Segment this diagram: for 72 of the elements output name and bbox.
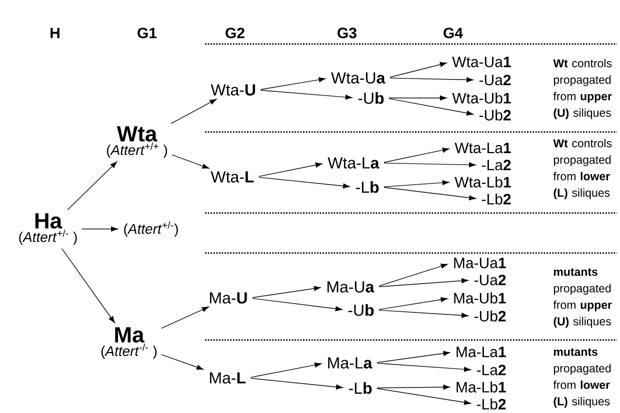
arrow [170,98,217,124]
line-label: Ma-La1 [456,346,506,358]
line-label: Wta-Ub1 [452,92,511,104]
line-label: Ma-L [210,372,246,384]
group-note: Wt controls propagated from upper (U) siliques [553,58,612,120]
arrow [376,388,471,405]
group-note: mutants propagated from lower (L) siliques [553,348,611,408]
line-label: Wta-Ua1 [452,56,511,68]
line-label: -Ub [358,92,384,104]
group-note: Wt controls propagated from lower (L) siliques [553,138,612,200]
arrow [161,306,209,329]
line-label: Ma-Lb1 [456,381,506,392]
column-header: G2 [226,28,244,38]
line-label: -Ub2 [474,310,506,322]
line-label: Ma-Ub1 [454,292,506,304]
arrow [388,95,447,100]
line-label: Wta-Lb1 [454,176,511,188]
arrow [260,90,352,100]
arrow [384,180,450,188]
column-header: G4 [444,28,463,38]
arrow [61,248,115,324]
arrow [378,278,468,288]
line-label: -Ub [348,304,374,316]
line-label: Wta-La [328,157,380,169]
arrow [376,350,450,363]
arrow [172,154,210,169]
line-label: -Ub2 [479,109,511,120]
line-label: Wta-L [210,171,254,183]
column-header: G1 [138,28,157,38]
arrow [388,98,474,116]
line-label: -Lb2 [476,398,506,410]
arrow [376,384,450,390]
generation-label: Ma (Attert$^{-/-}$ ) [101,327,157,359]
arrow [376,362,471,372]
column-header: G3 [338,28,356,38]
arrow [258,162,322,177]
arrow [390,62,447,78]
generation-label: Ha (Attert$^{+/-}$ ) [19,213,77,245]
line-label: -Lb [349,382,372,394]
column-header: H [50,28,60,38]
arrow [250,378,343,390]
arrow [161,354,204,370]
line-label: Ma-Ua [328,281,374,293]
line-label: Ma-Ua1 [454,258,506,268]
line-label: -Lb [356,181,379,193]
line-label: Ma-La [328,357,372,369]
line-label: Wta-La1 [454,142,511,154]
generation-label: Wta (Attert$^{+/+}$ ) [106,126,168,158]
line-label: -Lb2 [482,193,511,204]
arrow [252,286,321,298]
line-label: -Ua2 [474,274,506,286]
arrow [260,77,326,90]
arrow [378,297,448,310]
arrow [390,77,474,82]
line-label: Ma-U [210,292,247,304]
line-label: -La2 [476,364,506,376]
line-label: Wta-Ua [331,72,386,84]
line-label: -Ua2 [479,74,511,86]
arrow [252,298,342,312]
arrow [258,176,350,188]
arrow [378,310,468,318]
genotype-label: (Attert$^{+/-}$) [124,221,178,237]
arrow [67,161,118,210]
arrow [82,226,118,232]
arrow [250,362,322,378]
arrow [384,148,450,163]
arrow [384,162,476,168]
group-note: mutants propagated from upper (U) siliques [553,268,612,328]
arrow [378,264,448,286]
line-label: Wta-U [210,84,256,96]
line-label: -La2 [482,160,511,170]
arrow [384,187,476,200]
